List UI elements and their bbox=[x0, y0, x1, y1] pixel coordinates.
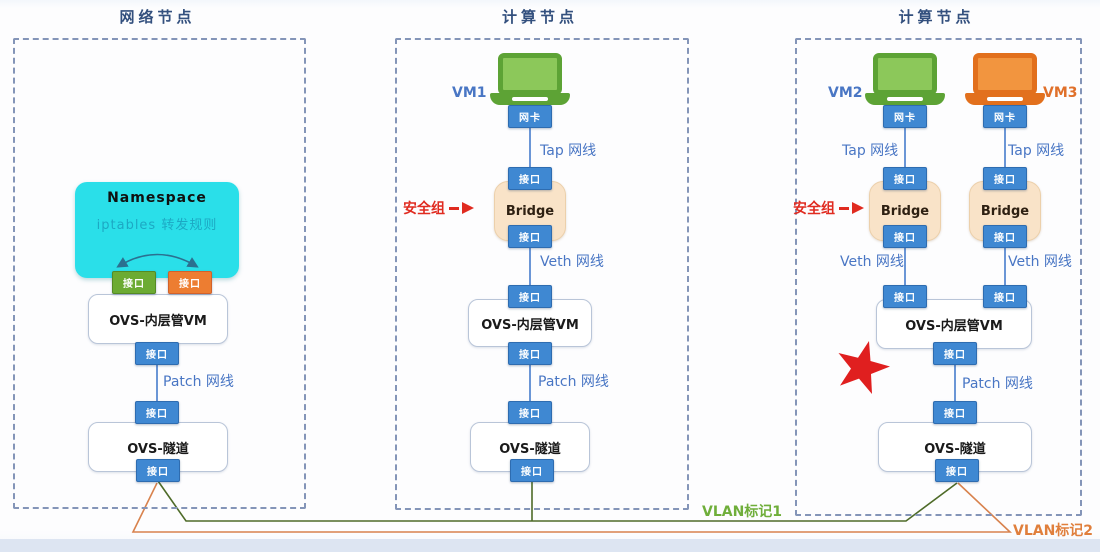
vm2-nic: 网卡 bbox=[883, 105, 927, 128]
bridge1-top-port: 接口 bbox=[508, 167, 552, 190]
compute2-patch-cable-label: Patch 网线 bbox=[962, 376, 1033, 392]
vm1-label: VM1 bbox=[452, 85, 487, 101]
network-node-boundary bbox=[13, 38, 306, 509]
vm1-tap-cable-label: Tap 网线 bbox=[540, 143, 597, 159]
veth-cable-label-1: Veth 网线 bbox=[540, 254, 604, 270]
network-ovs-integration-bridge: OVS-内层管VM bbox=[88, 294, 228, 344]
compute-node-1-boundary bbox=[395, 38, 689, 510]
vm3-laptop-icon bbox=[965, 53, 1045, 105]
compute2-ovs-int-top-port-left: 接口 bbox=[883, 285, 927, 308]
vm3-nic: 网卡 bbox=[983, 105, 1027, 128]
vm2-screen bbox=[873, 53, 937, 95]
compute1-ovs-tun-top-port: 接口 bbox=[508, 401, 552, 424]
vm3-tap-cable-label: Tap 网线 bbox=[1008, 143, 1065, 159]
namespace-title: Namespace bbox=[107, 190, 207, 206]
vm1-slot bbox=[512, 97, 548, 101]
vm1-laptop-icon bbox=[490, 53, 570, 105]
bottom-background-strip bbox=[0, 539, 1100, 552]
compute-node-2-header: 计算节点 bbox=[898, 8, 975, 26]
network-patch-cable-label: Patch 网线 bbox=[163, 374, 234, 390]
compute1-ovs-int-top-port: 接口 bbox=[508, 285, 552, 308]
veth-cable-label-3: Veth 网线 bbox=[1008, 254, 1072, 270]
compute-node-1-header: 计算节点 bbox=[501, 8, 578, 26]
security-arrow-tail-1 bbox=[449, 206, 459, 210]
bridge2-top-port: 接口 bbox=[883, 167, 927, 190]
vlan-tag1-label: VLAN标记1 bbox=[702, 504, 783, 520]
compute-node-2-boundary bbox=[795, 38, 1082, 516]
compute2-ovs-tun-bottom-port: 接口 bbox=[935, 459, 979, 482]
network-ovs-int-bottom-port: 接口 bbox=[135, 342, 179, 365]
security-group-label-1: 安全组 bbox=[403, 198, 474, 218]
namespace-port-green: 接口 bbox=[112, 271, 156, 294]
compute1-ovs-int-bottom-port: 接口 bbox=[508, 342, 552, 365]
vm1-nic: 网卡 bbox=[508, 105, 552, 128]
vlan-tag2-label: VLAN标记2 bbox=[1013, 523, 1094, 539]
network-ovs-tun-bottom-port: 接口 bbox=[136, 459, 180, 482]
security-arrow-icon-1 bbox=[462, 202, 474, 214]
namespace-port-orange: 接口 bbox=[168, 271, 212, 294]
network-ovs-tun-top-port: 接口 bbox=[135, 401, 179, 424]
veth-cable-label-2: Veth 网线 bbox=[840, 254, 904, 270]
vm3-label: VM3 bbox=[1043, 85, 1078, 101]
compute2-ovs-tunnel-bridge: OVS-隧道 bbox=[878, 422, 1032, 472]
vlan1-line bbox=[157, 480, 958, 522]
security-arrow-icon-2 bbox=[852, 202, 864, 214]
bridge2-bottom-port: 接口 bbox=[883, 225, 927, 248]
vm2-tap-cable-label: Tap 网线 bbox=[842, 143, 899, 159]
vm1-screen bbox=[498, 53, 562, 95]
vm3-slot bbox=[987, 97, 1023, 101]
security-arrow-tail-2 bbox=[839, 206, 849, 210]
vm1-base bbox=[490, 93, 570, 105]
vm2-base bbox=[865, 93, 945, 105]
compute1-ovs-tun-bottom-port: 接口 bbox=[510, 459, 554, 482]
vm3-base bbox=[965, 93, 1045, 105]
vm3-screen bbox=[973, 53, 1037, 95]
vm2-laptop-icon bbox=[865, 53, 945, 105]
compute2-ovs-int-top-port-right: 接口 bbox=[983, 285, 1027, 308]
iptables-rule-label: iptables 转发规则 bbox=[96, 218, 218, 233]
compute1-patch-cable-label: Patch 网线 bbox=[538, 374, 609, 390]
namespace-box: Namespace iptables 转发规则 bbox=[75, 182, 239, 278]
network-node-header: 网络节点 bbox=[119, 8, 196, 26]
compute2-ovs-tun-top-port: 接口 bbox=[933, 401, 977, 424]
security-group-label-2: 安全组 bbox=[793, 198, 864, 218]
compute1-ovs-tunnel-bridge: OVS-隧道 bbox=[470, 422, 590, 472]
bridge3-bottom-port: 接口 bbox=[983, 225, 1027, 248]
security-group-text-2: 安全组 bbox=[793, 201, 835, 217]
vm2-slot bbox=[887, 97, 923, 101]
bridge1-bottom-port: 接口 bbox=[508, 225, 552, 248]
bridge3-top-port: 接口 bbox=[983, 167, 1027, 190]
vm2-label: VM2 bbox=[828, 85, 863, 101]
security-group-text-1: 安全组 bbox=[403, 201, 445, 217]
compute2-ovs-int-bottom-port: 接口 bbox=[933, 342, 977, 365]
